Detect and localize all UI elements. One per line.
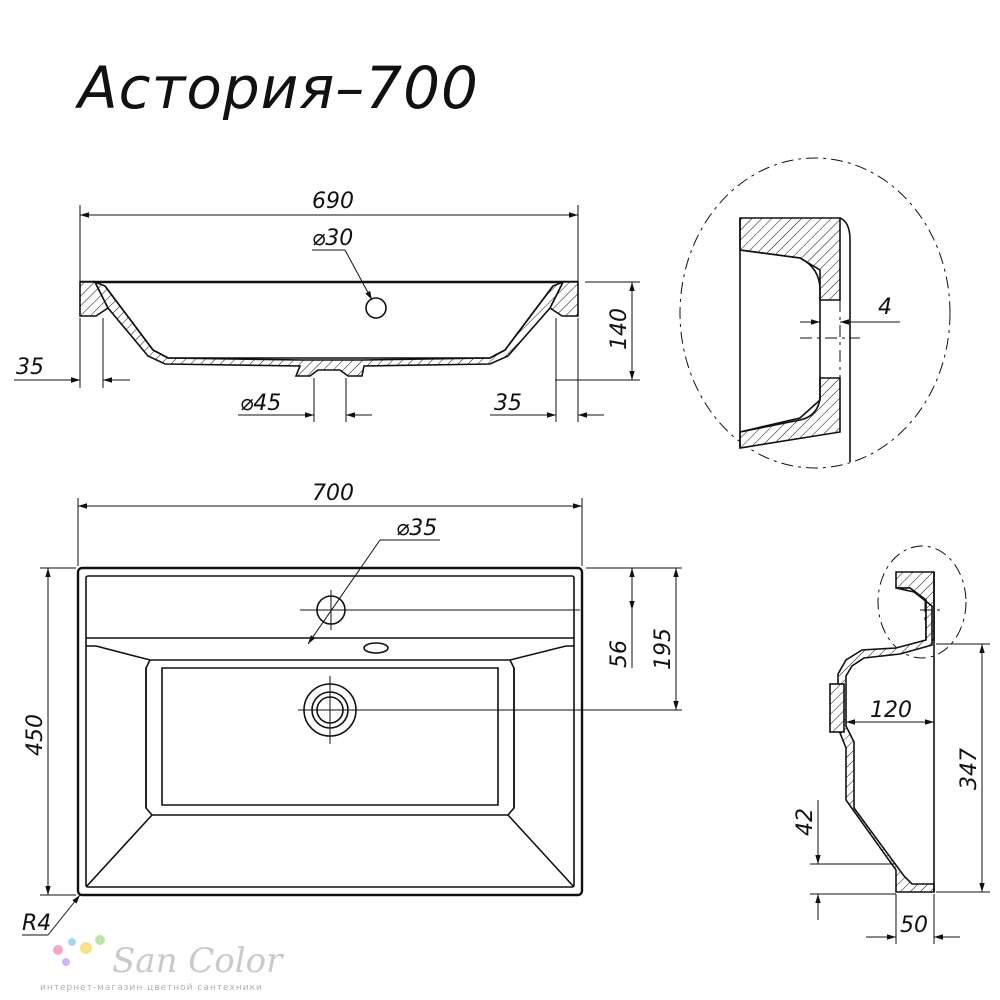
dim-drain-hole: ⌀30: [312, 226, 353, 251]
dim-tap-offset: 56: [607, 640, 632, 668]
dim-outlet: ⌀45: [240, 391, 281, 416]
overflow-hole: [365, 297, 387, 319]
dim-side-small: 42: [793, 808, 818, 836]
logo-dot-icon: [62, 958, 70, 966]
dim-plan-depth: 450: [23, 714, 48, 756]
dim-side-depth: 120: [870, 698, 912, 723]
logo-dot-icon: [95, 935, 105, 945]
drawing-title: Астория–700: [74, 54, 479, 122]
front-section-view: 690 ⌀30 140 35 ⌀45: [14, 189, 640, 422]
brand-name: San Color: [112, 941, 284, 981]
plan-view: 700 ⌀35 450 56: [22, 481, 682, 936]
logo-dot-icon: [80, 942, 92, 954]
brand-tagline: интернет-магазин цветной сантехники: [40, 983, 263, 993]
brand-logo: San Color интернет-магазин цветной санте…: [40, 935, 284, 993]
side-section-view: 120 347 42 50: [793, 545, 990, 944]
dim-detail-thickness: 4: [878, 295, 892, 320]
logo-dot-icon: [68, 938, 76, 946]
detail-view: 4: [679, 157, 951, 469]
dim-plan-width: 700: [312, 481, 354, 506]
dim-tap-hole: ⌀35: [396, 516, 437, 541]
dim-right-offset: 35: [494, 391, 522, 416]
logo-dot-icon: [53, 945, 63, 955]
dim-left-offset: 35: [16, 355, 44, 380]
dim-top-width: 690: [312, 189, 354, 214]
dim-drain-offset: 195: [651, 628, 676, 670]
dim-side-base: 50: [900, 913, 928, 938]
dim-height: 140: [607, 308, 632, 350]
dim-radius: R4: [22, 911, 51, 936]
dim-side-height: 347: [957, 748, 982, 790]
